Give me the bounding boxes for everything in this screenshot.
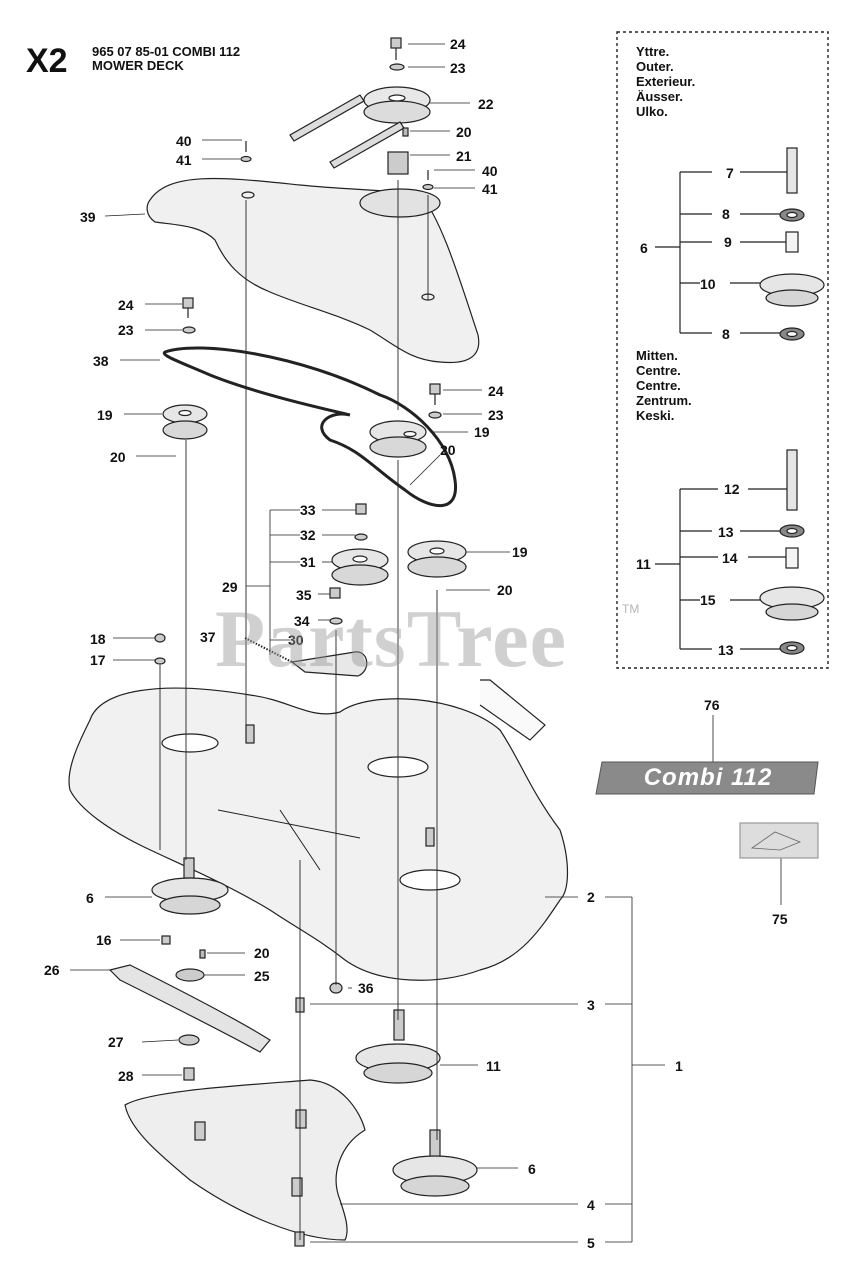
label-yttre: Yttre.: [636, 44, 670, 59]
callout: 41: [176, 152, 192, 168]
callout: 20: [456, 124, 472, 140]
watermark-tm: TM: [622, 602, 640, 616]
callout: 23: [450, 60, 466, 76]
callout: 40: [176, 133, 192, 149]
label-zentrum: Zentrum.: [636, 393, 692, 408]
baffle-plate: [124, 1079, 366, 1241]
callout: 16: [96, 932, 112, 948]
callout-labels: 24 23 22 20 21 40 41 40 41 39 24 23 38 2…: [44, 36, 788, 1251]
callout: 1: [675, 1058, 683, 1074]
callout: 20: [497, 582, 513, 598]
callout: 23: [488, 407, 504, 423]
callout: 40: [482, 163, 498, 179]
label-outer: Outer.: [636, 59, 674, 74]
callout: 15: [700, 592, 716, 608]
callout: 35: [296, 587, 312, 603]
callout: 34: [294, 613, 310, 629]
callout: 29: [222, 579, 238, 595]
center-spindle-labels: Mitten. Centre. Centre. Zentrum. Keski.: [636, 348, 692, 423]
watermark: PartsTree: [215, 593, 568, 684]
callout: 6: [640, 240, 648, 256]
diagram-code: X2: [26, 42, 68, 80]
inset-box: [616, 31, 829, 669]
label-keski: Keski.: [636, 408, 675, 423]
callout: 37: [200, 629, 216, 645]
label-ausser: Äusser.: [636, 89, 683, 104]
cover-hole: [241, 191, 255, 199]
outer-spindle-labels: Yttre. Outer. Exterieur. Äusser. Ulko.: [636, 44, 695, 119]
callout: 31: [300, 554, 316, 570]
callout: 4: [587, 1197, 595, 1213]
callout: 11: [486, 1058, 501, 1074]
callout: 75: [772, 911, 788, 927]
callout: 19: [97, 407, 113, 423]
callout: 24: [450, 36, 466, 52]
callout: 28: [118, 1068, 134, 1084]
callout: 25: [254, 968, 270, 984]
alignment-lines: [159, 180, 438, 1240]
label-exterieur: Exterieur.: [636, 74, 696, 89]
callout: 24: [118, 297, 134, 313]
callout: 38: [93, 353, 109, 369]
callout: 13: [718, 524, 734, 540]
inset-spindle-outer: [655, 147, 825, 341]
callout: 6: [86, 890, 94, 906]
callout: 39: [80, 209, 96, 225]
callout: 23: [118, 322, 134, 338]
leader-lines: [70, 43, 782, 1243]
callout: 32: [300, 527, 316, 543]
label-mitten: Mitten.: [636, 348, 678, 363]
callout: 12: [724, 481, 740, 497]
part-number-title: 965 07 85-01 COMBI 112: [92, 44, 241, 59]
label-centre: Centre.: [636, 363, 681, 378]
callout: 17: [90, 652, 106, 668]
callout: 10: [700, 276, 716, 292]
assembly-title: MOWER DECK: [92, 58, 184, 73]
inset-spindle-center: [655, 449, 825, 655]
callout: 11: [636, 556, 651, 572]
drive-belt: [162, 346, 457, 508]
cover-opening: [359, 188, 441, 218]
label-centre-fr: Centre.: [636, 378, 681, 393]
decal-76-text: Combi 112: [643, 764, 773, 791]
callout: 13: [718, 642, 734, 658]
callout: 20: [110, 449, 126, 465]
callout: 6: [528, 1161, 536, 1177]
callout: 8: [722, 326, 730, 342]
tension-arm: [290, 651, 368, 677]
callout: 20: [440, 442, 456, 458]
callout: 2: [587, 889, 595, 905]
callout: 19: [512, 544, 528, 560]
callout: 36: [358, 980, 374, 996]
callout: 8: [722, 206, 730, 222]
deck-cover: [146, 177, 480, 364]
callout: 21: [456, 148, 472, 164]
callout: 20: [254, 945, 270, 961]
callout: 22: [478, 96, 494, 112]
mower-deck: [68, 687, 569, 981]
callout: 24: [488, 383, 504, 399]
callout: 7: [726, 165, 734, 181]
label-ulko: Ulko.: [636, 104, 668, 119]
callout: 14: [722, 550, 738, 566]
decal-76-plate: [595, 761, 819, 795]
cutting-blade: [108, 964, 271, 1053]
callout: 18: [90, 631, 106, 647]
callout: 33: [300, 502, 316, 518]
callout: 9: [724, 234, 732, 250]
callout: 26: [44, 962, 60, 978]
decal-75-thumb: [739, 822, 819, 859]
callout: 5: [587, 1235, 595, 1251]
callout: 19: [474, 424, 490, 440]
callout: 30: [288, 632, 304, 648]
callout: 76: [704, 697, 720, 713]
callout: 3: [587, 997, 595, 1013]
callout: 41: [482, 181, 498, 197]
callout: 27: [108, 1034, 124, 1050]
